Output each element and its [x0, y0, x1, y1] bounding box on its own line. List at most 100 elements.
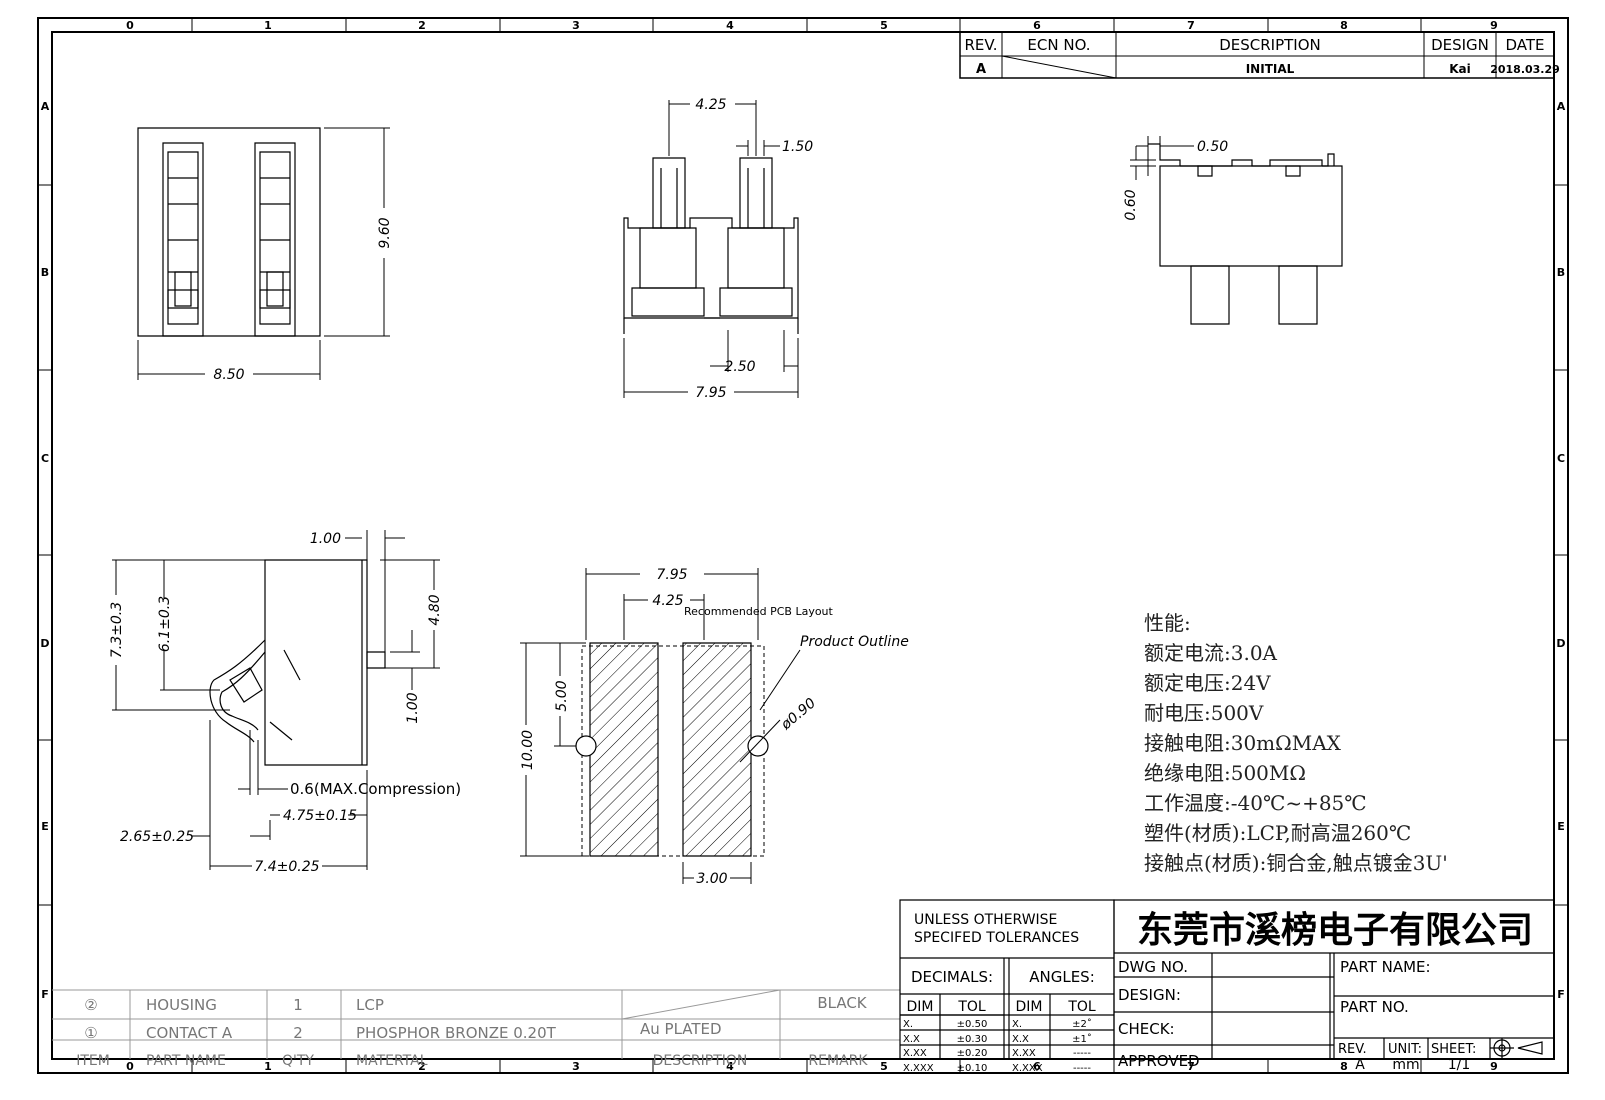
dim-side-6-1: 6.1±0.3: [157, 596, 173, 652]
callout-recommended-pcb: Recommended PCB Layout: [684, 605, 834, 618]
dim-side-1-00: 1.00: [405, 692, 421, 723]
tol-ang-tol-3: -----: [1073, 1048, 1091, 1059]
approved-label: APPROVED: [1118, 1052, 1200, 1070]
right-view-dims: [1130, 136, 1194, 180]
description-value: INITIAL: [1246, 62, 1295, 76]
sheet-label: SHEET:: [1431, 1042, 1476, 1057]
bom-qty-2: 1: [293, 996, 303, 1014]
bom-header-remark: REMARK: [808, 1053, 868, 1069]
pcb-layout: [576, 643, 768, 856]
spec-list: 性能: 额定电流:3.0A 额定电压:24V 耐电压:500V 接触电阻:30m…: [1144, 611, 1448, 875]
zone-col-3: 3: [572, 19, 580, 32]
zone-col-1: 1: [264, 19, 272, 32]
zone-col-0-bottom: 0: [126, 1060, 134, 1073]
tol-title-2: SPECIFED TOLERANCES: [914, 930, 1079, 946]
tol-dec-tol-3: ±0.20: [957, 1048, 988, 1059]
dim-right-thickness: 0.50: [1197, 139, 1228, 155]
dim-pcb-pitch: 4.25: [652, 593, 683, 609]
zone-col-3-bottom: 3: [572, 1060, 580, 1073]
tolerance-text: UNLESS OTHERWISE SPECIFED TOLERANCES DEC…: [903, 912, 1096, 1074]
zone-row-d-right: D: [1556, 637, 1565, 650]
tol-dim-header-angle: DIM: [1016, 999, 1043, 1015]
tol-dec-dim-2: X.X: [903, 1034, 920, 1045]
spec-line-1: 额定电流:3.0A: [1144, 641, 1278, 665]
ecn-header: ECN NO.: [1027, 36, 1090, 54]
dim-side-7-4: 7.4±0.25: [254, 859, 319, 875]
dim-front-contact: 1.50: [782, 139, 813, 155]
outer-frame: [38, 18, 1568, 1073]
side-view: [210, 560, 385, 765]
check-label: CHECK:: [1118, 1020, 1175, 1038]
dim-side-top: 1.00: [310, 531, 341, 547]
rev-label: REV.: [1338, 1042, 1367, 1057]
dim-pcb-pad-width: 3.00: [696, 871, 727, 887]
dim-top-height: 9.60: [377, 217, 393, 248]
zone-row-c: C: [41, 452, 49, 465]
tol-angles: ANGLES:: [1029, 968, 1095, 986]
spec-title: 性能:: [1144, 611, 1191, 635]
design-header: DESIGN: [1431, 36, 1489, 54]
title-block: [1114, 900, 1554, 1059]
bom-description-1: Au PLATED: [640, 1020, 722, 1038]
dim-pcb-hole: ø0.90: [778, 695, 820, 734]
tol-dim-header: DIM: [907, 999, 934, 1015]
tol-tol-header: TOL: [957, 999, 986, 1015]
inner-frame: [52, 32, 1554, 1059]
front-view: [624, 158, 798, 334]
dim-compression: 0.6(MAX.Compression): [290, 780, 461, 798]
pcb-dims: [520, 568, 800, 884]
dim-pcb-half: 5.00: [554, 680, 570, 711]
bom-item-1: ①: [84, 1024, 97, 1042]
tol-dec-tol-2: ±0.30: [957, 1034, 988, 1045]
zone-row-e: E: [41, 820, 49, 833]
dim-top-width: 8.50: [213, 367, 244, 383]
callout-product-outline: Product Outline: [800, 634, 909, 650]
tol-ang-dim-2: X.X: [1012, 1034, 1029, 1045]
spec-line-8: 接触点(材质):铜合金,触点镀金3U': [1144, 851, 1448, 875]
right-view: [1148, 144, 1342, 324]
zone-col-6-bottom: 6: [1033, 1060, 1041, 1073]
rev-value-title: A: [1355, 1057, 1365, 1073]
bom-header-name: PART NAME: [146, 1053, 226, 1069]
dim-side-4-80: 4.80: [427, 594, 443, 625]
tol-dec-dim-1: X.: [903, 1019, 913, 1030]
part-no-label: PART NO.: [1340, 998, 1409, 1016]
zone-row-b: B: [41, 266, 49, 279]
bom-text: ② HOUSING 1 LCP BLACK ① CONTACT A 2 PHOS…: [76, 994, 868, 1069]
projection-symbol-icon: [1490, 1038, 1542, 1058]
zone-row-a: A: [41, 100, 50, 113]
bom-table: [52, 990, 900, 1059]
tol-ang-dim-3: X.XX: [1012, 1048, 1036, 1059]
bom-name-2: HOUSING: [146, 996, 217, 1014]
unit-label: UNIT:: [1388, 1042, 1422, 1057]
rev-header: REV.: [965, 36, 998, 54]
zone-row-e-right: E: [1557, 820, 1565, 833]
dim-side-2-65: 2.65±0.25: [120, 829, 194, 845]
zone-col-9-bottom: 9: [1490, 1060, 1498, 1073]
dim-right-height: 0.60: [1123, 189, 1139, 220]
tol-dec-tol-1: ±0.50: [957, 1019, 988, 1030]
top-view: [138, 128, 320, 336]
bom-material-1: PHOSPHOR BRONZE 0.20T: [356, 1024, 557, 1042]
side-view-dims: [112, 530, 440, 870]
top-view-dims: [138, 128, 390, 380]
spec-line-3: 耐电压:500V: [1144, 701, 1264, 725]
tol-ang-tol-4: -----: [1073, 1063, 1091, 1074]
tol-ang-tol-2: ±1˚: [1072, 1033, 1092, 1045]
tol-dec-dim-4: X.XXX: [903, 1063, 934, 1074]
zone-row-f-right: F: [1557, 988, 1565, 1001]
spec-line-5: 绝缘电阻:500MΩ: [1144, 761, 1306, 785]
bom-qty-1: 2: [293, 1024, 303, 1042]
bom-header-item: ITEM: [76, 1053, 110, 1069]
pcb-hole-left: [576, 736, 596, 756]
spec-line-6: 工作温度:-40℃~+85℃: [1144, 791, 1367, 815]
tolerance-block: [900, 900, 1114, 1059]
zone-row-a-right: A: [1557, 100, 1566, 113]
revision-block: REV. ECN NO. DESCRIPTION DESIGN DATE A I…: [960, 32, 1560, 78]
bom-header-material: MATERTAL: [356, 1053, 428, 1069]
dim-pcb-overall: 7.95: [656, 567, 687, 583]
zone-col-2: 2: [418, 19, 426, 32]
zone-ticks: [38, 18, 1568, 1073]
spec-line-4: 接触电阻:30mΩMAX: [1144, 731, 1342, 755]
zone-row-d: D: [40, 637, 49, 650]
